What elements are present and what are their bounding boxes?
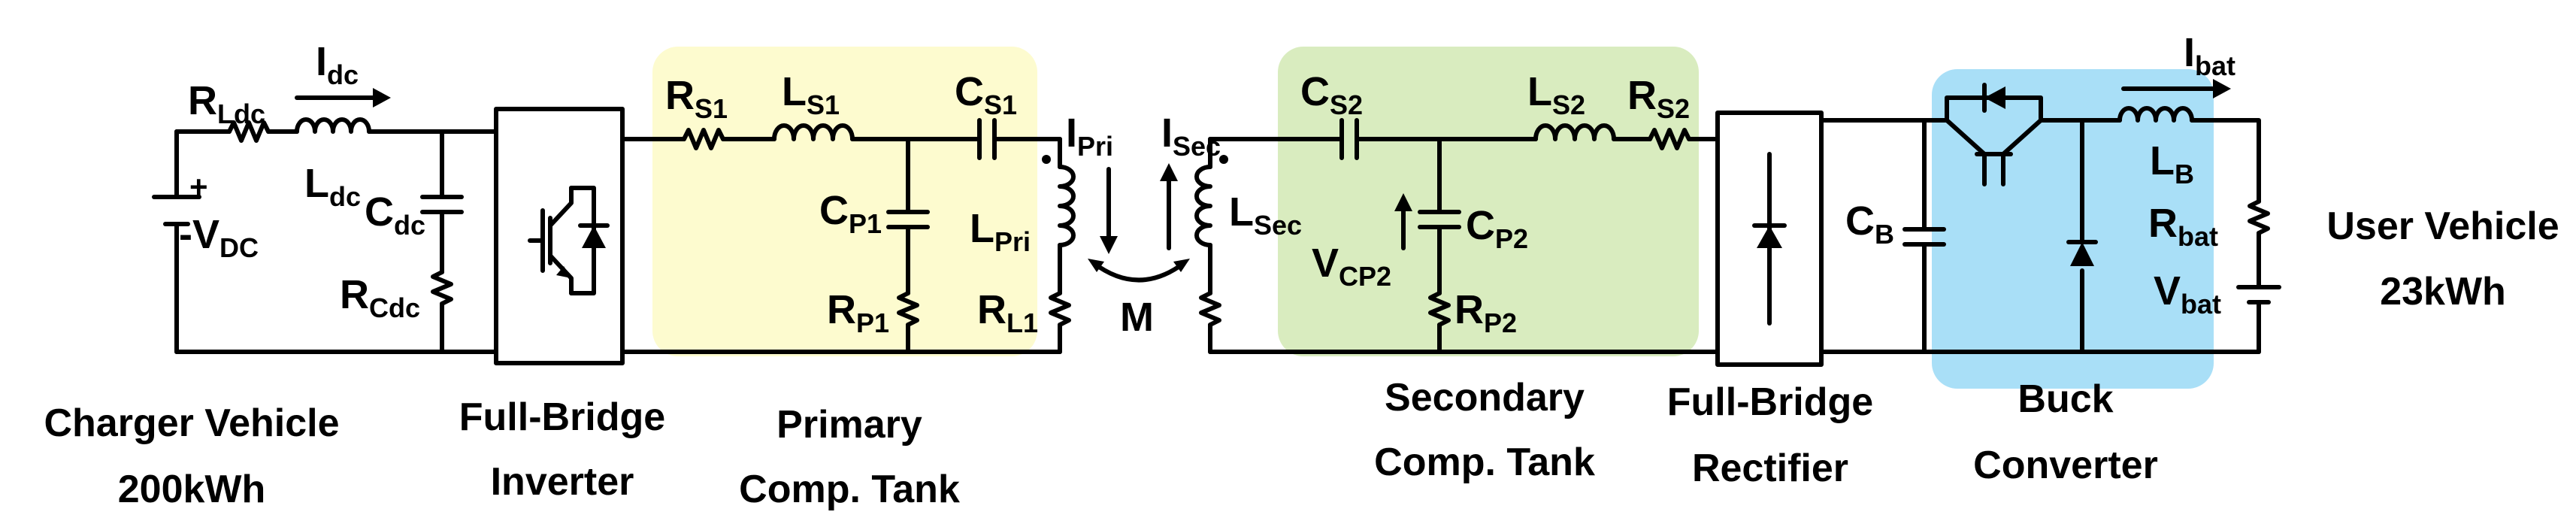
- label-i-pri: IPri: [1066, 111, 1113, 162]
- label-c-b: CB: [1845, 198, 1894, 250]
- r-s1-resistor: [682, 128, 725, 150]
- caption-rectifier-line1: Full-Bridge: [1667, 380, 1873, 424]
- label-v-bat: Vbat: [2154, 268, 2221, 320]
- label-l-pri: LPri: [970, 206, 1031, 257]
- l-pri-coil: [1058, 165, 1076, 247]
- caption-charger-capacity: 200kWh: [118, 468, 266, 511]
- caption-primary-line1: Primary: [776, 403, 922, 447]
- label-c-s1: CS1: [955, 69, 1017, 120]
- label-c-dc: Cdc: [365, 189, 425, 241]
- secondary-tank-circuit: [1194, 118, 1720, 354]
- caption-user-capacity: 23kWh: [2380, 270, 2506, 313]
- label-l-s1: LS1: [782, 69, 840, 120]
- label-i-dc: Idc: [316, 39, 359, 90]
- r-cdc-resistor: [431, 270, 453, 306]
- r-bat-resistor: [2248, 199, 2270, 235]
- label-l-dc: Ldc: [304, 161, 361, 212]
- label-r-p1: RP1: [827, 287, 889, 338]
- primary-tank-region: [652, 47, 1037, 356]
- r-l1-resistor: [1049, 291, 1071, 327]
- label-i-bat: Ibat: [2184, 30, 2235, 81]
- label-r-p2: RP2: [1454, 287, 1517, 338]
- r-p2-resistor: [1428, 291, 1451, 327]
- full-bridge-inverter: [494, 107, 655, 365]
- r-s2-resistor: [1648, 128, 1691, 150]
- secondary-tank-region: [1278, 47, 1699, 356]
- caption-secondary-line2: Comp. Tank: [1374, 441, 1595, 484]
- caption-user-vehicle: User Vehicle: [2326, 204, 2559, 248]
- label-r-s1: RS1: [665, 73, 728, 124]
- l-s1-inductor: [772, 123, 855, 141]
- r-ldc-resistor: [227, 120, 271, 143]
- label-r-s2: RS2: [1627, 73, 1690, 124]
- caption-inverter-line2: Inverter: [491, 460, 634, 504]
- l-b-inductor: [2117, 106, 2194, 123]
- label-v-dc-plus: +: [189, 169, 208, 204]
- label-v-dc: -VDC: [179, 212, 259, 263]
- label-l-sec: LSec: [1229, 189, 1302, 241]
- l-s2-inductor: [1533, 123, 1616, 141]
- caption-inverter-line1: Full-Bridge: [459, 395, 665, 439]
- label-l-b: LB: [2150, 138, 2194, 189]
- l-dc-inductor: [295, 117, 371, 134]
- block-captions: Charger Vehicle 200kWh Full-Bridge Inver…: [44, 204, 2559, 511]
- label-r-cdc: RCdc: [340, 272, 420, 323]
- dc-source-section: [152, 88, 498, 354]
- r-l2-resistor: [1199, 291, 1221, 327]
- caption-rectifier-line2: Rectifier: [1692, 447, 1848, 490]
- label-c-p2: CP2: [1466, 203, 1528, 254]
- buck-converter-circuit: [1902, 79, 2281, 354]
- label-v-cp2: VCP2: [1312, 241, 1391, 292]
- caption-charger-vehicle: Charger Vehicle: [44, 401, 339, 445]
- buck-converter-region: [1932, 69, 2214, 389]
- magnetic-coupling: [1088, 163, 1190, 283]
- label-l-s2: LS2: [1527, 69, 1585, 120]
- r-p1-resistor: [897, 291, 919, 327]
- label-r-ldc: RLdc: [188, 78, 265, 129]
- label-c-s2: CS2: [1300, 69, 1363, 120]
- label-r-l1: RL1: [977, 287, 1038, 338]
- caption-primary-line2: Comp. Tank: [739, 468, 960, 511]
- component-labels: RLdc Idc Ldc + -VDC Cdc RCdc RS1 LS1 CS1…: [179, 30, 2235, 340]
- l-sec-coil: [1194, 165, 1212, 247]
- label-r-bat: Rbat: [2148, 201, 2218, 252]
- full-bridge-rectifier: [1715, 111, 1927, 367]
- label-m: M: [1120, 295, 1154, 340]
- caption-buck-line1: Buck: [2018, 377, 2113, 421]
- label-i-sec: ISec: [1161, 111, 1221, 162]
- label-c-p1: CP1: [819, 188, 882, 239]
- caption-buck-line2: Converter: [1973, 444, 2158, 487]
- caption-secondary-line1: Secondary: [1385, 376, 1585, 419]
- primary-tank-circuit: [650, 118, 1076, 354]
